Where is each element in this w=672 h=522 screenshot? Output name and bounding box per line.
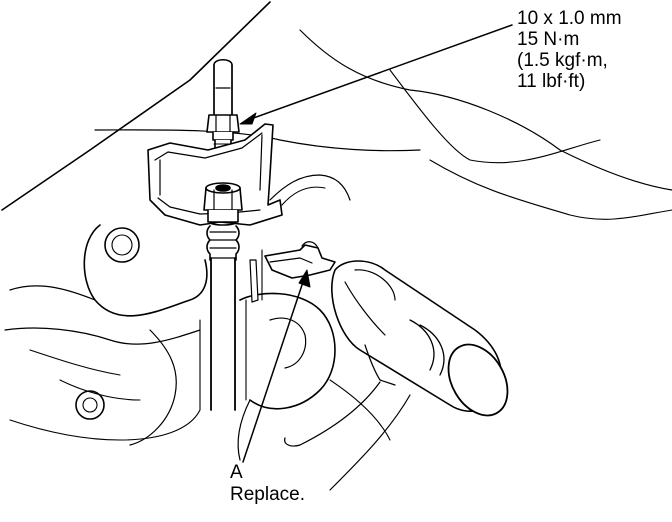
knuckle-bolt-hole [104, 227, 140, 263]
brake-hose-fitting [203, 182, 243, 226]
bolt-size-label: 10 x 1.0 mm [517, 8, 622, 29]
knuckle-outline [83, 224, 208, 317]
torque-lbf-label: 11 lbf·ft) [517, 71, 586, 92]
clip-leader-arrow [298, 269, 311, 288]
clip-leader-line [242, 275, 306, 463]
part-note-label: Replace. [230, 484, 305, 505]
socket-tool [284, 260, 509, 491]
torque-nm-label: 15 N·m [517, 29, 580, 50]
body-panel-line [299, 29, 672, 191]
caliper-outline [239, 292, 336, 410]
torque-leader-arrow [239, 112, 257, 125]
flare-nut [206, 114, 240, 156]
torque-leader-line [247, 24, 513, 121]
body-panel-line-3 [429, 159, 672, 220]
fender-edge [1, 1, 271, 211]
brake-hose [199, 225, 247, 411]
lower-bolt-head [75, 390, 105, 420]
body-panel-line-2 [389, 69, 601, 164]
torque-kgf-label: (1.5 kgf·m, [517, 50, 608, 71]
bracket [147, 123, 283, 226]
clip-callout: A Replace. [230, 463, 305, 507]
part-letter-label: A [230, 462, 243, 483]
inner-fender-curve [94, 129, 421, 152]
clip-a [264, 241, 336, 279]
torque-spec-callout: 10 x 1.0 mm 15 N·m (1.5 kgf·m, 11 lbf·ft… [517, 9, 622, 93]
upper-brake-line [213, 64, 233, 116]
